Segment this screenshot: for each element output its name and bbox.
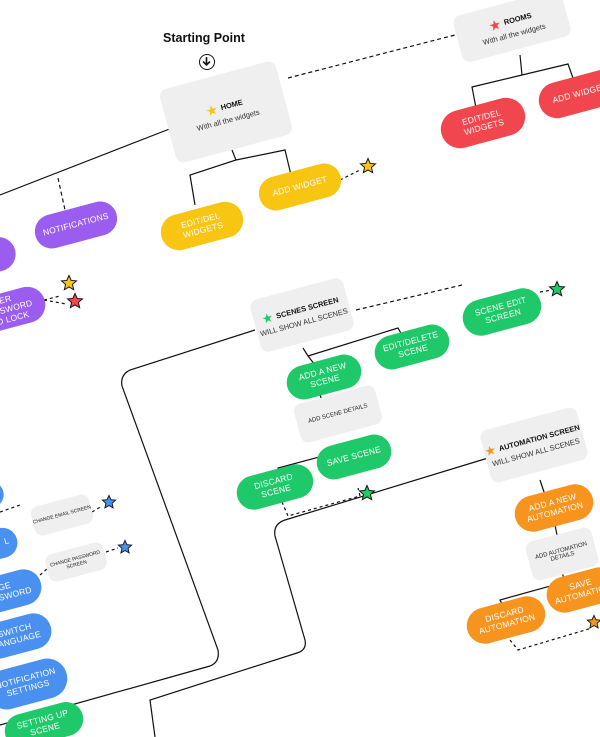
star-icon: ★ (261, 311, 275, 327)
star-icon (60, 274, 78, 291)
star-icon (586, 614, 600, 629)
star-icon (358, 484, 376, 501)
star-icon: ★ (487, 16, 502, 34)
connector-home-branch (189, 149, 237, 206)
connector-scenes-left (0, 329, 256, 726)
connector-sceneedit-star (539, 289, 553, 293)
connector-home-rooms (287, 34, 456, 79)
connector-email-star (91, 505, 103, 513)
connector-notifications (57, 177, 66, 211)
star-icon (548, 280, 566, 297)
connector-home-left (0, 127, 173, 196)
star-icon (66, 292, 84, 309)
connector-discard-save-dashed (281, 487, 361, 517)
star-icon: ★ (484, 444, 497, 459)
connector-rooms-branch (471, 54, 523, 109)
connector-rooms-branch-right (521, 63, 574, 79)
starting-point-label: Starting Point (163, 31, 245, 45)
star-icon (101, 494, 117, 509)
connector-lock-stars (43, 295, 67, 305)
home-title: HOME (219, 97, 244, 113)
arrow-down-circle-icon (199, 54, 215, 70)
connector-scenes-dashed-edit (355, 284, 463, 311)
connector-automation-left (149, 457, 489, 737)
connector-auto-dashed (509, 627, 593, 651)
connector-email-dashed (0, 504, 21, 513)
connector-home-branch-right (235, 149, 292, 176)
star-icon: ★ (204, 101, 219, 119)
star-icon (117, 539, 133, 554)
connector-addwidget-star (339, 169, 361, 181)
star-icon (359, 157, 377, 174)
connector-pass-star (105, 547, 119, 553)
